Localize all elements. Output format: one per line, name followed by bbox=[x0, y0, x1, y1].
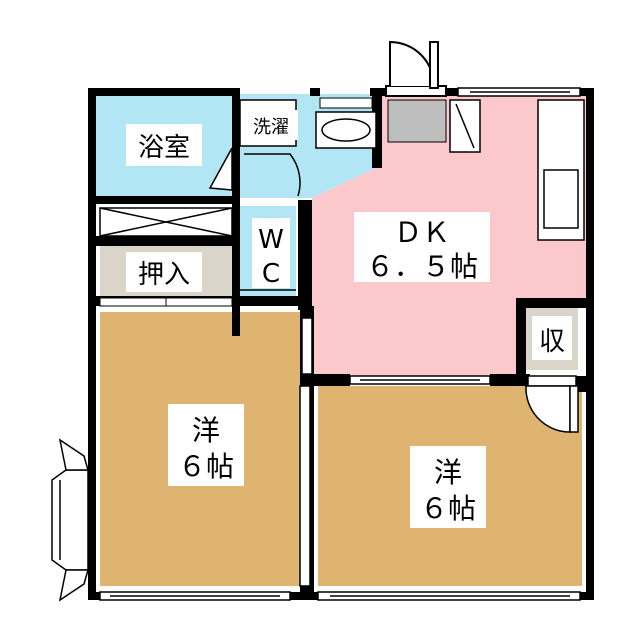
refrigerator-space bbox=[387, 99, 447, 143]
laundry-label: 洗濯 bbox=[253, 117, 289, 138]
western-left-label-size: ６帖 bbox=[178, 450, 234, 483]
windows bbox=[99, 87, 581, 601]
dk-label-size: ６．５帖 bbox=[366, 250, 478, 283]
dk-label-name: ＤＫ bbox=[394, 216, 450, 249]
wc-label-c: C bbox=[262, 259, 280, 289]
entrance-door bbox=[385, 40, 447, 97]
bay-window bbox=[51, 438, 89, 602]
bath-label: 浴室 bbox=[138, 133, 190, 163]
washbasin bbox=[315, 97, 377, 149]
closet-door bbox=[525, 375, 579, 433]
western-right-label-size: ６帖 bbox=[420, 492, 476, 525]
bathtub-partition bbox=[99, 207, 233, 237]
western-right-label-name: 洋 bbox=[434, 456, 462, 489]
wc-label-w: W bbox=[258, 225, 284, 255]
closet-label: 収 bbox=[539, 327, 565, 357]
kitchen-counter bbox=[449, 99, 585, 241]
bath-door bbox=[208, 140, 237, 195]
storage-door bbox=[99, 297, 233, 307]
western-left-label-name: 洋 bbox=[192, 414, 220, 447]
storage-label: 押入 bbox=[138, 260, 190, 290]
label-backgrounds bbox=[126, 110, 572, 528]
left-room-door bbox=[301, 317, 313, 375]
